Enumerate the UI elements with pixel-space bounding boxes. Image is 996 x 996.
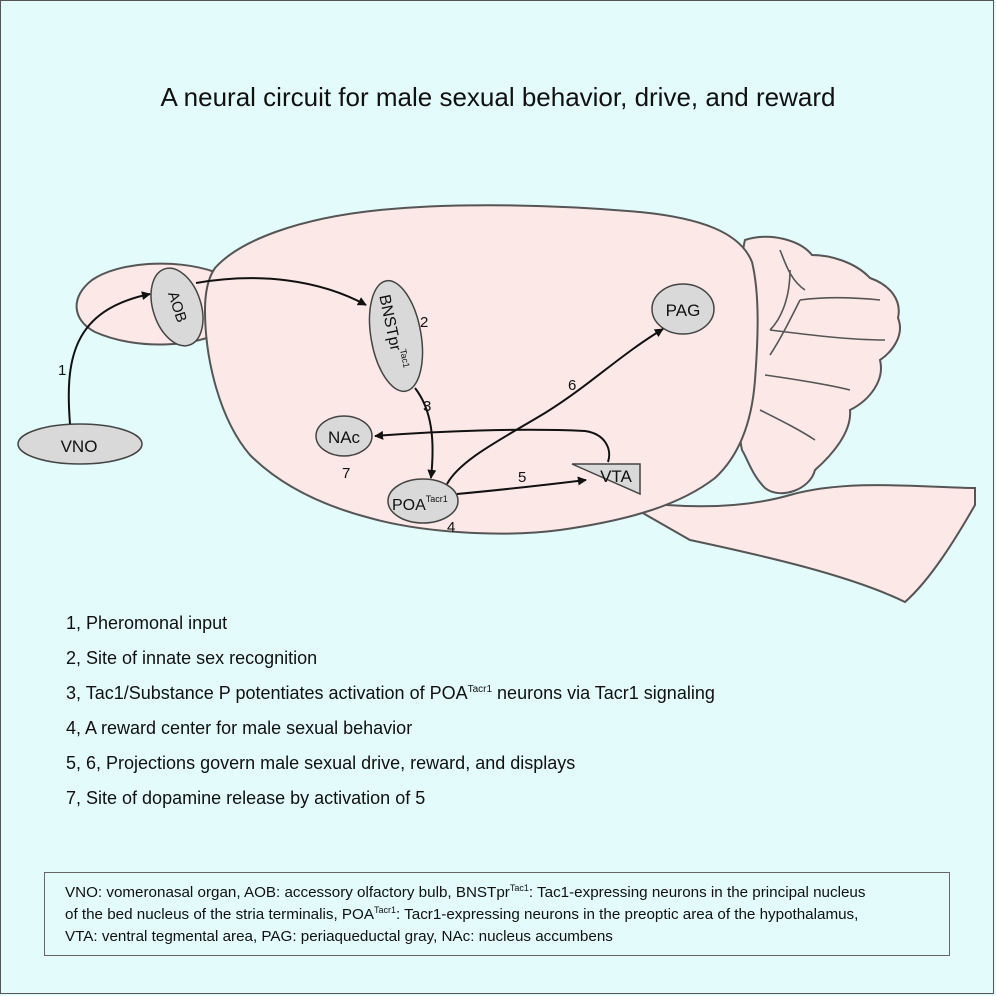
arrow-vta-to-nac: [374, 428, 611, 463]
poa-label-sup: Tacr1: [426, 494, 448, 504]
legend-item: 3, Tac1/Substance P potentiates activati…: [66, 680, 715, 715]
step-number-4: 4: [447, 519, 455, 536]
cerebellum-outline: [738, 235, 901, 495]
legend-item: 5, 6, Projections govern male sexual dri…: [66, 750, 715, 785]
abbreviation-glossary: VNO: vomeronasal organ, AOB: accessory o…: [44, 872, 950, 956]
arrow-vno-to-aob: [67, 291, 151, 425]
diagram-title: A neural circuit for male sexual behavio…: [160, 82, 836, 112]
vno-region: [17, 423, 143, 465]
poa-label: POATacr1: [392, 494, 448, 514]
cerebrum-outline: [203, 204, 759, 535]
cerebellum-folia: [759, 249, 886, 441]
arrow-poa-to-vta: [456, 476, 587, 495]
vta-region: [571, 463, 641, 496]
nac-label: NAc: [328, 428, 361, 447]
glossary-text: VNO: vomeronasal organ, AOB: accessory o…: [65, 884, 510, 901]
legend-item-text: 1, Pheromonal input: [66, 613, 228, 633]
poa-region: [387, 478, 459, 524]
legend-item-text: neurons via Tacr1 signaling: [492, 683, 715, 703]
legend-item-text: 2, Site of innate sex recognition: [66, 648, 318, 668]
step-number-5: 5: [518, 469, 526, 486]
glossary-line: VNO: vomeronasal organ, AOB: accessory o…: [65, 882, 931, 904]
arrow-poa-to-pag: [446, 328, 664, 485]
vta-label: VTA: [600, 467, 632, 486]
glossary-text: : Tac1-expressing neurons in the princip…: [528, 884, 866, 901]
step-legend: 1, Pheromonal input 2, Site of innate se…: [66, 610, 715, 820]
step-number-2: 2: [420, 314, 428, 331]
bnst-region: [368, 279, 424, 393]
step-number-6: 6: [568, 377, 576, 394]
legend-item: 1, Pheromonal input: [66, 610, 715, 645]
step-number-7: 7: [342, 465, 350, 482]
glossary-text: VTA: ventral tegmental area, PAG: periaq…: [65, 928, 613, 945]
nac-region: [315, 415, 373, 457]
glossary-sup: Tac1: [509, 883, 529, 893]
legend-item-sup: Tacr1: [467, 684, 493, 695]
glossary-text: of the bed nucleus of the stria terminal…: [65, 906, 374, 923]
vno-label: VNO: [61, 437, 98, 456]
glossary-line: VTA: ventral tegmental area, PAG: periaq…: [65, 926, 931, 948]
brainstem-outline: [619, 484, 976, 604]
arrow-bnst-to-poa: [414, 387, 437, 479]
legend-item-text: 5, 6, Projections govern male sexual dri…: [66, 753, 576, 773]
glossary-sup: Tacr1: [373, 905, 396, 915]
legend-item: 2, Site of innate sex recognition: [66, 645, 715, 680]
step-number-1: 1: [58, 362, 66, 379]
step-number-3: 3: [423, 398, 431, 415]
pag-label: PAG: [666, 301, 701, 320]
legend-item: 7, Site of dopamine release by activatio…: [66, 785, 715, 820]
glossary-text: : Tacr1-expressing neurons in the preopt…: [396, 906, 859, 923]
legend-item-text: 7, Site of dopamine release by activatio…: [66, 788, 426, 808]
arrow-aob-to-bnst: [195, 277, 367, 306]
glossary-line: of the bed nucleus of the stria terminal…: [65, 904, 931, 926]
legend-item: 4, A reward center for male sexual behav…: [66, 715, 715, 750]
legend-item-text: 4, A reward center for male sexual behav…: [66, 718, 413, 738]
pag-region: [651, 283, 715, 335]
bnst-label-sup: Tac1: [398, 348, 412, 369]
legend-item-text: 3, Tac1/Substance P potentiates activati…: [66, 683, 468, 703]
aob-region: [150, 267, 204, 347]
poa-label-main: POA: [392, 497, 426, 514]
